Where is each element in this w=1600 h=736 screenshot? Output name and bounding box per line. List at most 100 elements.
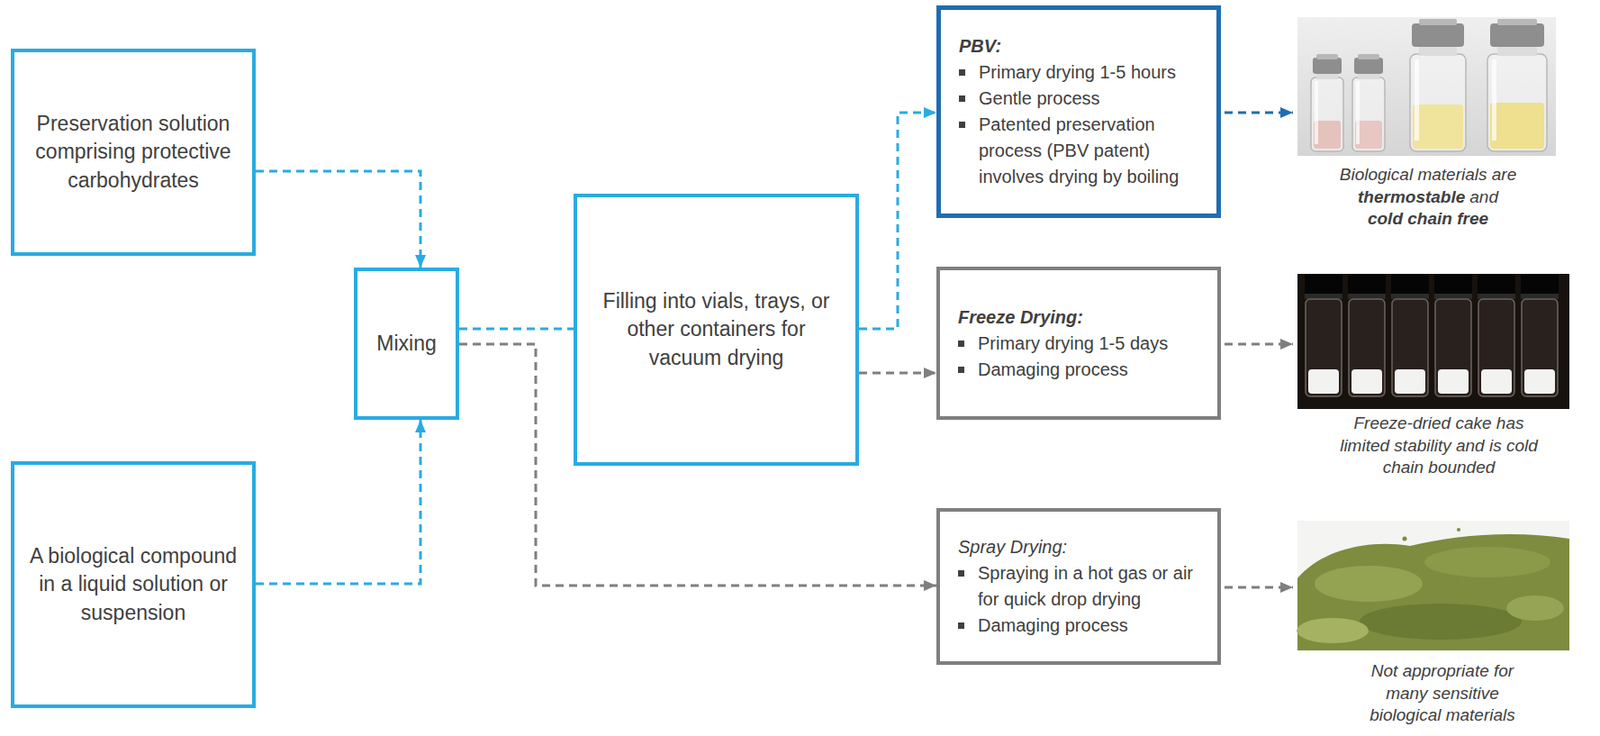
flow-connector — [858, 371, 937, 375]
photo-background — [1297, 520, 1570, 651]
photo-background — [1297, 273, 1570, 409]
bullet-text: Primary drying 1-5 hours — [978, 59, 1176, 86]
caption-text: Freeze-dried cake has limited stability … — [1332, 412, 1545, 480]
method-box: PBV:Primary drying 1-5 hoursGentle proce… — [936, 5, 1221, 218]
vial-body — [1410, 54, 1466, 152]
caption-text: Not appropriate for many sensitive biolo… — [1358, 659, 1526, 727]
vial-body — [1435, 298, 1472, 397]
photo-caption: Freeze-dried cake has limited stability … — [1330, 412, 1547, 480]
vial-body — [1310, 77, 1344, 152]
vial-cap — [1490, 23, 1545, 47]
vial-cap — [1347, 273, 1386, 296]
method-box: Spray Drying:Spraying in a hot gas or ai… — [936, 507, 1221, 665]
freeze-dried-cake — [1394, 369, 1426, 394]
bullet-marker — [958, 340, 965, 347]
vial-body — [1521, 298, 1558, 397]
caption-text: Biological materials are — [1339, 163, 1517, 187]
vial-content — [1490, 102, 1545, 149]
vial-highlight — [1355, 81, 1360, 145]
powder-lump — [1424, 546, 1551, 578]
vial-body — [1392, 298, 1429, 397]
vial-cap — [1391, 273, 1429, 296]
vial-cap-top — [1497, 18, 1537, 26]
powder-crumb — [1320, 566, 1327, 572]
box-text: Preservation solution comprising protect… — [27, 109, 240, 194]
freeze-dried-cake — [1524, 369, 1555, 394]
vial-rim — [1520, 293, 1559, 299]
vial-body — [1487, 54, 1547, 152]
photo-caption: Not appropriate for many sensitive biolo… — [1356, 659, 1528, 727]
bullet-marker — [958, 366, 965, 373]
box-text: A biological compound in a liquid soluti… — [27, 542, 240, 626]
spray-dried-powder-photo — [1296, 520, 1570, 651]
process-box: Preservation solution comprising protect… — [10, 48, 256, 256]
vial-rim — [1347, 293, 1386, 299]
bullet-row: Damaging process — [958, 356, 1205, 383]
connector-layer — [255, 112, 937, 586]
box-text: Filling into vials, trays, or other cont… — [589, 287, 843, 371]
powder-crumb — [1402, 536, 1408, 542]
vial-cap — [1354, 57, 1384, 74]
process-box: A biological compound in a liquid soluti… — [10, 461, 256, 708]
freeze-dried-vials-photo — [1297, 273, 1570, 409]
bullet-marker — [958, 622, 965, 629]
vial-cap-top — [1357, 54, 1380, 60]
vial-cap — [1520, 273, 1559, 296]
vial-cap — [1304, 273, 1343, 296]
box-heading: Freeze Drying: — [958, 304, 1205, 331]
vial-rim — [1391, 293, 1429, 299]
method-box: Freeze Drying:Primary drying 1-5 daysDam… — [936, 266, 1221, 420]
vial-rim — [1434, 293, 1473, 299]
photo-arrow — [1224, 111, 1293, 115]
bullet-marker — [958, 95, 966, 102]
box-text: Mixing — [370, 329, 443, 358]
vial-cap-top — [1316, 54, 1338, 60]
photo-arrow — [1224, 343, 1293, 346]
bullet-text: Patented preservation process (PBV paten… — [978, 111, 1204, 190]
vial-body — [1305, 298, 1342, 397]
caption-text: thermostable — [1357, 186, 1465, 209]
freeze-dried-cake — [1437, 369, 1469, 394]
bullet-row: Primary drying 1-5 hours — [958, 59, 1204, 86]
freeze-dried-cake — [1351, 369, 1383, 394]
vial-content — [1412, 104, 1464, 149]
caption-text: cold chain free — [1367, 207, 1489, 231]
bullet-text: Damaging process — [977, 356, 1129, 383]
powder-lump — [1506, 595, 1564, 621]
vial-highlight — [1491, 59, 1497, 141]
caption-text: and — [1469, 186, 1499, 209]
bullet-row: Primary drying 1-5 days — [958, 330, 1205, 357]
bullet-row: Spraying in a hot gas or air for quick d… — [958, 560, 1205, 613]
vial-rim — [1477, 293, 1516, 299]
bullet-row: Gentle process — [958, 85, 1204, 112]
vial-cap — [1434, 273, 1473, 296]
vial-body — [1352, 77, 1385, 152]
bullet-text: Damaging process — [977, 612, 1129, 639]
bullet-row: Patented preservation process (PBV paten… — [958, 111, 1204, 190]
bullet-marker — [958, 121, 966, 128]
vial-cap — [1312, 57, 1342, 74]
powder-lump — [1296, 617, 1369, 643]
flow-connector — [255, 171, 421, 268]
photo-background — [1297, 17, 1556, 156]
vial-body — [1348, 298, 1385, 397]
powder-pile — [1297, 533, 1570, 651]
bullet-text: Primary drying 1-5 days — [977, 330, 1168, 357]
vial-cap — [1477, 273, 1516, 296]
flow-connector — [459, 327, 574, 331]
pbv-vials-photo — [1297, 17, 1556, 156]
bullet-row: Damaging process — [958, 612, 1205, 639]
photo-caption: Biological materials arethermostableandc… — [1315, 163, 1541, 231]
powder-lump — [1314, 565, 1423, 602]
vial-body — [1478, 298, 1515, 397]
bullet-text: Spraying in a hot gas or air for quick d… — [977, 560, 1205, 613]
vial-highlight — [1314, 81, 1319, 145]
vial-rim — [1304, 293, 1343, 299]
process-box: Mixing — [353, 267, 460, 420]
vial-highlight — [1414, 59, 1420, 141]
box-heading: Spray Drying: — [958, 533, 1205, 561]
flow-connector — [255, 419, 421, 584]
photo-arrow — [1224, 586, 1293, 589]
bullet-text: Gentle process — [978, 85, 1101, 112]
